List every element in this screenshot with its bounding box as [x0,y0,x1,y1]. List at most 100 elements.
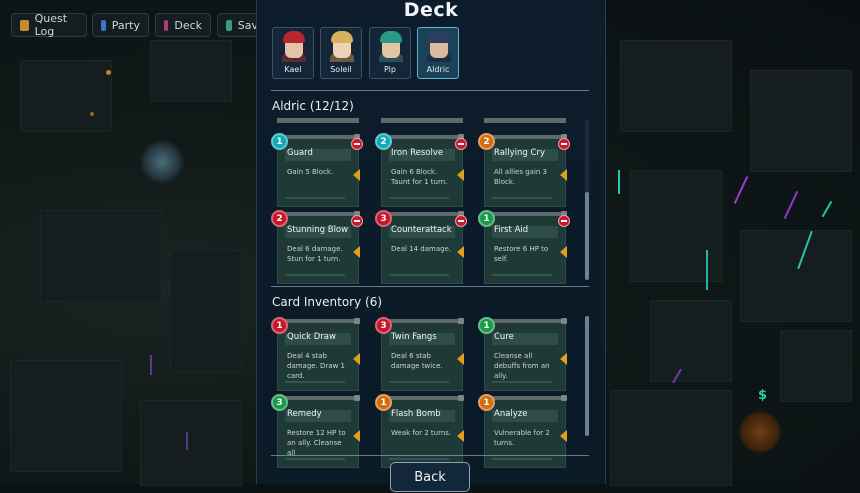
currency-icon: $ [758,388,768,403]
card-namebar [492,149,558,161]
card-arrow-icon[interactable] [353,353,360,365]
character-portrait-soleil[interactable]: Soleil [320,27,362,79]
card-frame [484,320,566,391]
card-description: Deal 4 stab damage. Draw 1 card. [287,352,346,380]
inventory-scrollbar-thumb[interactable] [585,316,589,436]
card-arrow-icon[interactable] [457,353,464,365]
deck-scrollbar[interactable] [585,120,589,280]
portrait-hair [380,31,402,43]
card-footer [285,381,345,383]
card-name: Counterattack [391,225,452,235]
card-arrow-icon[interactable] [457,169,464,181]
card-arrow-icon[interactable] [353,246,360,258]
card-footer [492,458,552,460]
card-arrow-icon[interactable] [560,246,567,258]
card-rail [380,318,464,324]
card-footer [389,381,449,383]
card-name: Cure [494,332,514,342]
character-portrait-pip[interactable]: Pip [369,27,411,79]
card-footer [492,381,552,383]
card-arrow-icon[interactable] [353,430,360,442]
card-rail [276,211,360,217]
save-icon [226,19,232,31]
portrait-hair [331,31,353,43]
character-name: Kael [284,65,302,74]
remove-card-icon[interactable] [558,215,570,227]
card-cost-badge: 1 [271,317,288,334]
card-arrow-icon[interactable] [560,353,567,365]
card-cost-badge: 3 [375,317,392,334]
card-namebar [492,226,558,238]
save-label: Sav [237,18,258,32]
cards-icon [164,19,169,31]
card-name: Rallying Cry [494,148,545,158]
remove-card-icon[interactable] [455,215,467,227]
card-description: All allies gain 3 Block. [494,168,547,186]
card-namebar [389,333,455,345]
card-namebar [389,149,455,161]
character-name: Soleil [330,65,352,74]
card-arrow-icon[interactable] [457,246,464,258]
card-rail [276,395,360,401]
card-rail [483,134,567,140]
character-portrait-kael[interactable]: Kael [272,27,314,79]
card-cost-badge: 1 [478,210,495,227]
remove-card-icon[interactable] [455,138,467,150]
divider [271,90,589,91]
card-description: Gain 6 Block. Taunt for 1 turn. [391,168,448,186]
divider [271,455,589,456]
portrait-body [379,54,403,62]
card-arrow-icon[interactable] [560,430,567,442]
back-button[interactable]: Back [390,462,470,492]
card-namebar [389,410,455,422]
card-cost-badge: 1 [478,394,495,411]
quest-log-label: Quest Log [34,12,68,38]
card-arrow-icon[interactable] [457,430,464,442]
card-footer [285,458,345,460]
quest-log-button[interactable]: Quest Log [11,12,87,38]
card-frame [381,397,463,468]
deck-scrollbar-thumb[interactable] [585,192,589,280]
card-footer [389,274,449,276]
card-cost-badge: 1 [375,394,392,411]
card-rail [483,318,567,324]
deck-button[interactable]: Deck [155,13,211,37]
card-arrow-icon[interactable] [353,169,360,181]
card-cost-badge: 3 [271,394,288,411]
card-rail-peek [484,118,566,123]
card-description: Restore 6 HP to self. [494,245,549,263]
portrait-hair [283,31,305,43]
character-portrait-aldric[interactable]: Aldric [417,27,459,79]
card-frame [277,213,359,284]
remove-card-icon[interactable] [558,138,570,150]
card-description: Deal 14 damage. [391,245,452,253]
card-cost-badge: 1 [271,133,288,150]
card-arrow-icon[interactable] [560,169,567,181]
inventory-scrollbar[interactable] [585,316,589,436]
card-rail [276,134,360,140]
current-deck-title: Aldric (12/12) [272,99,354,113]
card-cost-badge: 2 [375,133,392,150]
remove-card-icon[interactable] [351,138,363,150]
card-namebar [285,410,351,422]
card-footer [389,197,449,199]
remove-card-icon[interactable] [351,215,363,227]
party-button[interactable]: Party [92,13,149,37]
card-name: Iron Resolve [391,148,444,158]
card-cost-badge: 2 [271,210,288,227]
treasure-chest-icon[interactable] [738,410,782,454]
